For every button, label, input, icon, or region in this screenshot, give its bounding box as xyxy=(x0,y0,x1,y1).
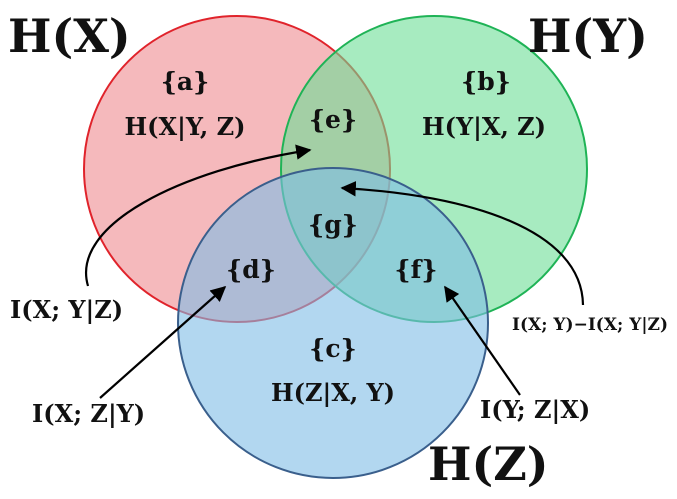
region-a-term: H(X|Y, Z) xyxy=(124,112,245,141)
label-h-y: H(Y) xyxy=(528,9,648,63)
annotation-i-yz-given-x: I(Y; Z|X) xyxy=(480,395,590,424)
region-d-tag: {d} xyxy=(226,255,276,284)
region-c-term: H(Z|X, Y) xyxy=(271,378,395,407)
region-b-term: H(Y|X, Z) xyxy=(422,112,546,141)
region-f-tag: {f} xyxy=(395,255,438,284)
arrow-to-f xyxy=(444,285,521,396)
arrow-to-d xyxy=(99,285,227,399)
label-h-x: H(X) xyxy=(8,9,131,63)
arrow-to-e xyxy=(85,144,312,287)
region-a-tag: {a} xyxy=(161,67,209,96)
label-h-z: H(Z) xyxy=(428,437,549,491)
annotation-i-xz-given-y: I(X; Z|Y) xyxy=(32,399,145,428)
arrow-to-g xyxy=(340,181,585,306)
region-g-tag: {g} xyxy=(308,210,358,239)
circle-h-z xyxy=(177,167,489,479)
region-e-tag: {e} xyxy=(309,105,357,134)
annotation-i-xy-given-z: I(X; Y|Z) xyxy=(10,295,123,324)
region-c-tag: {c} xyxy=(309,334,356,363)
region-b-tag: {b} xyxy=(461,67,511,96)
annotation-i-xy-minus-i-xy-given-z: I(X; Y)−I(X; Y|Z) xyxy=(512,315,668,335)
